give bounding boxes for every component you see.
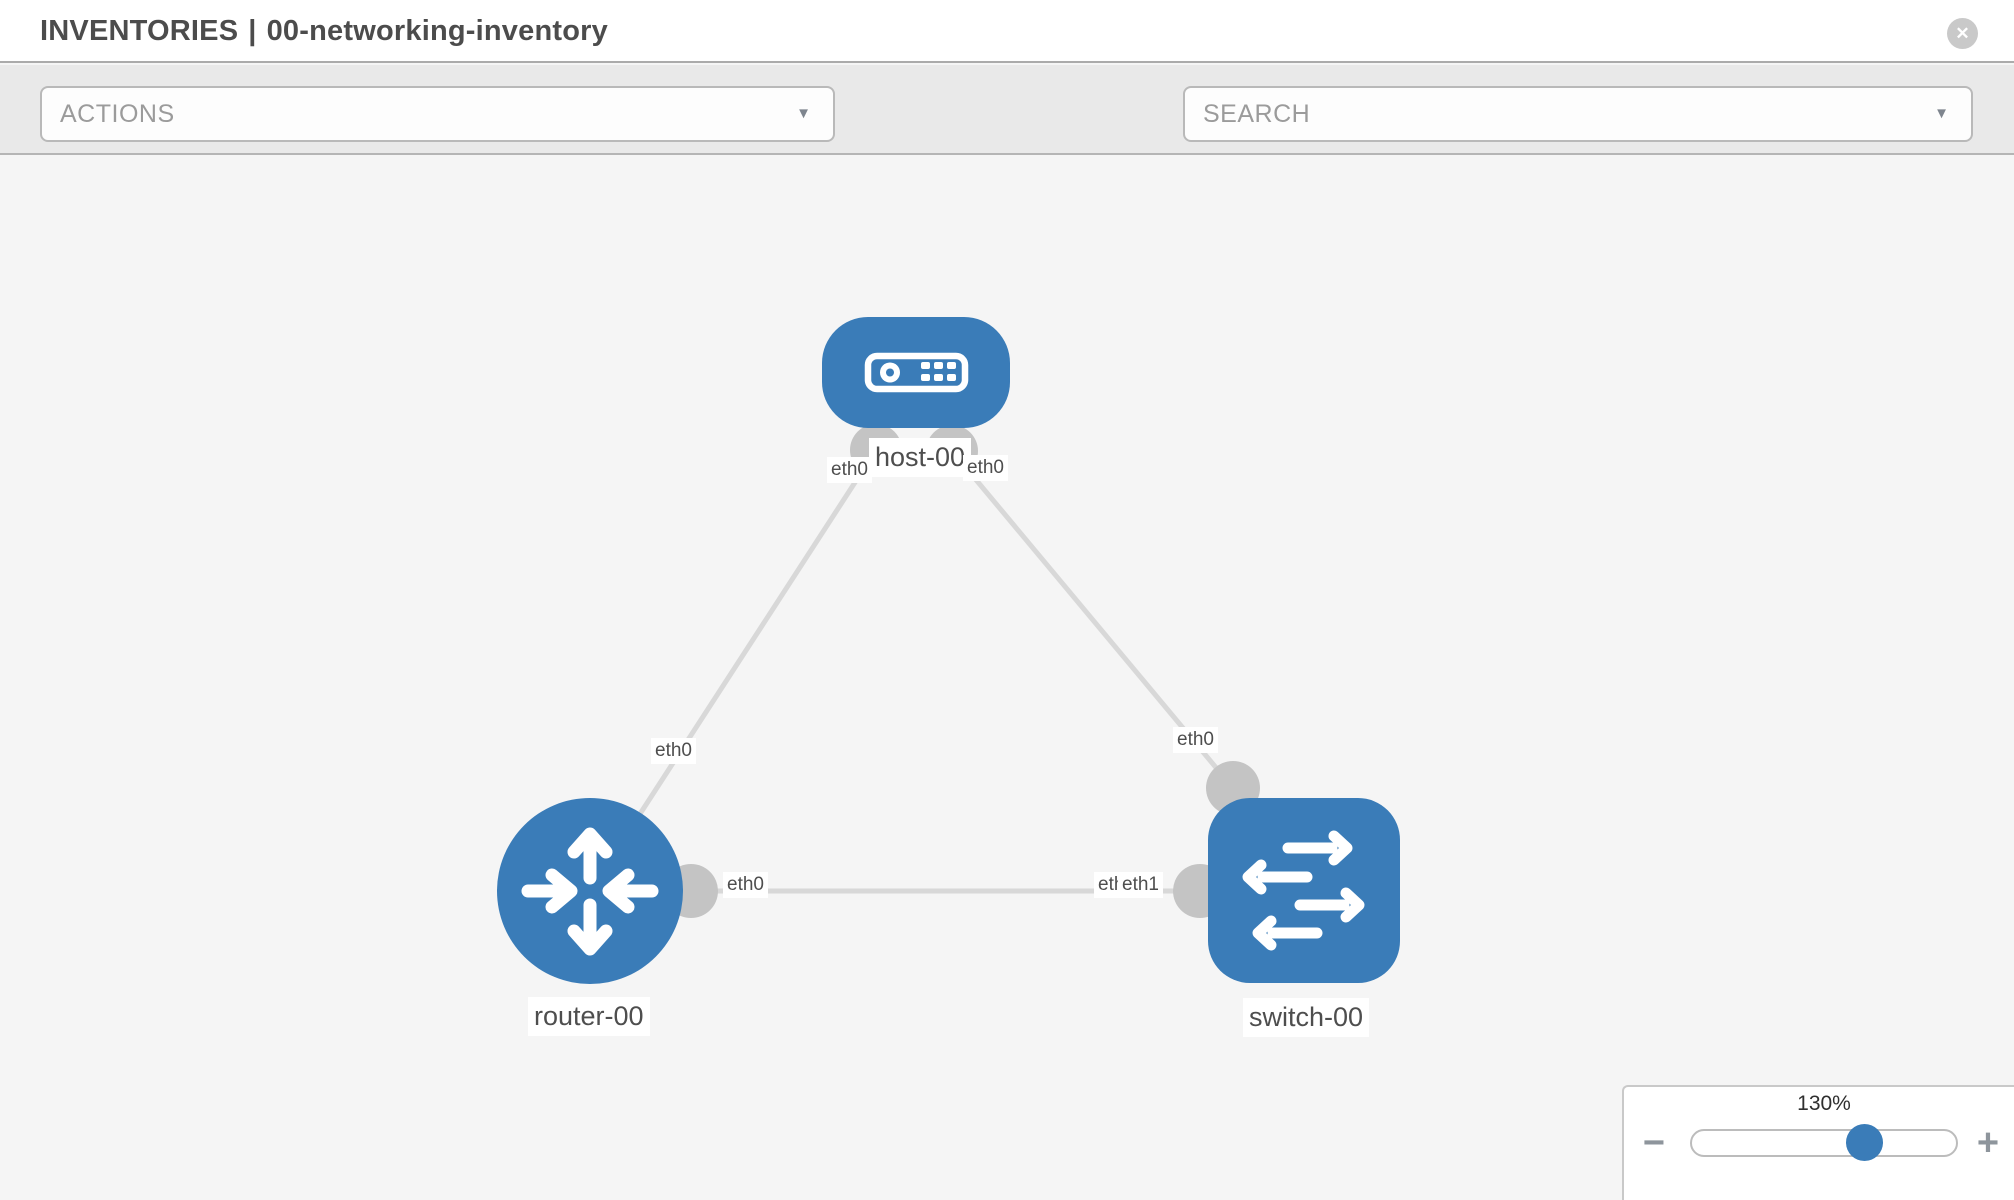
- topology-canvas[interactable]: eth0 host-00 eth0 eth0 eth0 eth0 eth0 et…: [0, 155, 2014, 1200]
- minus-icon: −: [1642, 1121, 1666, 1164]
- topology-graph: [497, 317, 1400, 984]
- breadcrumb-divider: |: [248, 15, 257, 47]
- search-dropdown[interactable]: SEARCH ▼: [1183, 86, 1973, 142]
- search-dropdown-label: SEARCH: [1203, 99, 1311, 128]
- zoom-slider-track[interactable]: [1690, 1124, 1958, 1161]
- router-icon: [521, 827, 659, 956]
- close-button[interactable]: ✕: [1947, 18, 1978, 49]
- node-router[interactable]: [497, 798, 683, 984]
- node-label-host: host-00: [869, 438, 972, 477]
- switch-icon: [1242, 830, 1365, 951]
- interface-label: eth0: [963, 455, 1008, 481]
- actions-dropdown-label: ACTIONS: [60, 99, 175, 128]
- page-title: INVENTORIES | 00-networking-inventory: [40, 0, 608, 63]
- interface-label: eth0: [1173, 727, 1218, 753]
- zoom-out-button[interactable]: −: [1634, 1121, 1674, 1164]
- node-label-router: router-00: [528, 997, 650, 1036]
- zoom-level-value: 130%: [1797, 1092, 1851, 1115]
- close-icon: ✕: [1955, 24, 1970, 43]
- zoom-in-button[interactable]: +: [1968, 1121, 2008, 1164]
- plus-icon: +: [1976, 1121, 2000, 1164]
- actions-dropdown[interactable]: ACTIONS ▼: [40, 86, 835, 142]
- inventory-name: 00-networking-inventory: [266, 15, 608, 47]
- breadcrumb-section: INVENTORIES: [40, 15, 239, 47]
- interface-label: eth1: [1118, 872, 1163, 898]
- page-header: INVENTORIES | 00-networking-inventory ✕: [0, 0, 2014, 63]
- zoom-slider-thumb[interactable]: [1846, 1124, 1883, 1161]
- caret-down-icon: ▼: [796, 105, 811, 123]
- node-host[interactable]: [822, 317, 1010, 428]
- node-switch[interactable]: [1208, 798, 1400, 983]
- interface-label: eth0: [827, 457, 872, 483]
- toolbar: ACTIONS ▼ SEARCH ▼: [0, 65, 2014, 199]
- interface-label: eth0: [651, 738, 696, 764]
- node-label-switch: switch-00: [1243, 998, 1370, 1037]
- zoom-panel: 130% − +: [1622, 1085, 2014, 1200]
- host-icon: [864, 352, 969, 393]
- caret-down-icon: ▼: [1934, 105, 1949, 123]
- interface-label: eth0: [723, 872, 768, 898]
